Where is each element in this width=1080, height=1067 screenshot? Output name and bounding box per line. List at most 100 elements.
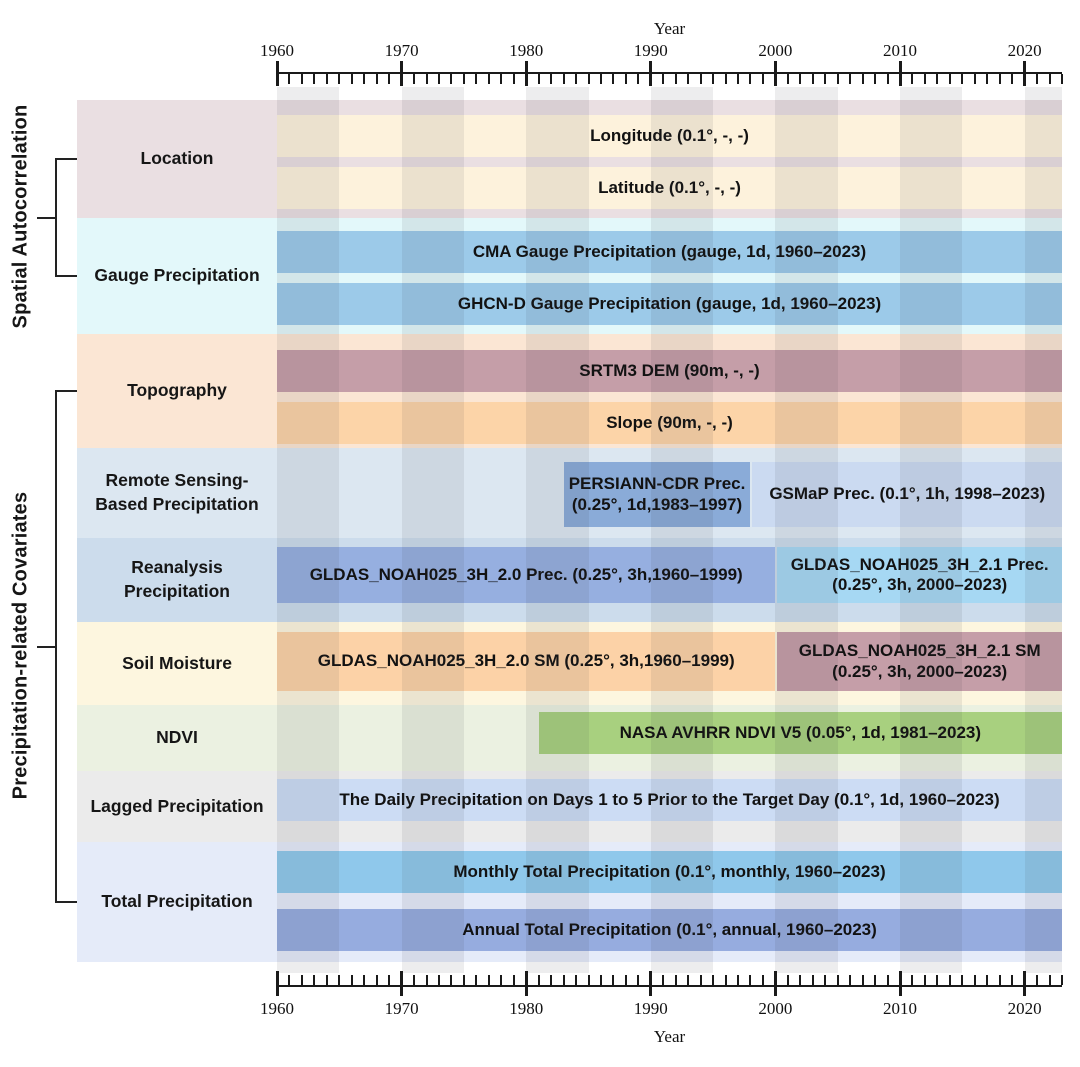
top-axis-minor-tick [961, 74, 964, 84]
top-axis-minor-tick [375, 74, 378, 84]
bottom-axis-minor-tick [761, 975, 764, 985]
group-bracket-bottom-tick [55, 901, 77, 903]
bottom-axis-minor-tick [587, 975, 590, 985]
bottom-axis-minor-tick [874, 975, 877, 985]
top-axis-minor-tick [288, 74, 291, 84]
bottom-axis-minor-tick [575, 975, 578, 985]
top-axis-minor-tick [1011, 74, 1014, 84]
bottom-axis-minor-tick [288, 975, 291, 985]
top-axis-minor-tick [363, 74, 366, 84]
group-bracket-vertical [55, 390, 57, 903]
timeline-bar: Monthly Total Precipitation (0.1°, month… [277, 851, 1062, 893]
bottom-axis-minor-tick [500, 975, 503, 985]
bottom-axis-minor-tick [338, 975, 341, 985]
top-axis-major-tick [773, 61, 777, 86]
bottom-axis-minor-tick [911, 975, 914, 985]
bottom-axis-minor-tick [450, 975, 453, 985]
top-axis-minor-tick [388, 74, 391, 84]
bottom-axis-minor-tick [674, 975, 677, 985]
top-axis-minor-tick [1048, 74, 1051, 84]
bottom-axis-tick-label: 1970 [384, 999, 419, 1018]
bottom-axis-minor-tick [462, 975, 465, 985]
timeline-bar: PERSIANN-CDR Prec. (0.25°, 1d,1983–1997) [563, 462, 751, 527]
top-axis-minor-tick [786, 74, 789, 84]
top-axis-minor-tick [973, 74, 976, 84]
top-axis-minor-tick [923, 74, 926, 84]
group-bracket-stem [37, 645, 55, 648]
bottom-axis-minor-tick [662, 975, 665, 985]
bottom-axis-minor-tick [624, 975, 627, 985]
top-axis-minor-tick [687, 74, 690, 84]
group-bracket-vertical [55, 158, 57, 277]
top-axis-tick-label: 2000 [758, 41, 793, 60]
bottom-axis-minor-tick [475, 975, 478, 985]
top-axis-minor-tick [537, 74, 540, 84]
bottom-axis-minor-tick [425, 975, 428, 985]
bottom-axis-major-tick [649, 971, 653, 996]
timeline-bar: NASA AVHRR NDVI V5 (0.05°, 1d, 1981–2023… [538, 712, 1062, 754]
bottom-axis-minor-tick [737, 975, 740, 985]
bottom-axis-tick-label: 2000 [758, 999, 793, 1018]
bottom-axis-minor-tick [363, 975, 366, 985]
top-axis-line [277, 72, 1062, 74]
top-axis-minor-tick [413, 74, 416, 84]
bottom-axis-major-tick [524, 971, 528, 996]
top-axis-minor-tick [350, 74, 353, 84]
top-axis-minor-tick [612, 74, 615, 84]
top-axis-minor-tick [911, 74, 914, 84]
group-bracket-top-tick [55, 158, 77, 160]
bottom-axis-minor-tick [824, 975, 827, 985]
top-axis-minor-tick [699, 74, 702, 84]
top-axis-tick-label: 2020 [1007, 41, 1042, 60]
top-axis-tick-label: 1980 [509, 41, 544, 60]
bottom-axis-minor-tick [986, 975, 989, 985]
bottom-axis-minor-tick [836, 975, 839, 985]
bottom-axis-minor-tick [861, 975, 864, 985]
top-axis-minor-tick [450, 74, 453, 84]
top-axis-minor-tick [500, 74, 503, 84]
bottom-axis-minor-tick [936, 975, 939, 985]
group-bracket-stem [37, 216, 55, 219]
top-axis-minor-tick [724, 74, 727, 84]
bottom-axis-minor-tick [998, 975, 1001, 985]
top-axis-minor-tick [575, 74, 578, 84]
bottom-axis-minor-tick [350, 975, 353, 985]
timeline-bar: Annual Total Precipitation (0.1°, annual… [277, 909, 1062, 951]
top-axis-major-tick [1023, 61, 1027, 86]
bottom-axis-minor-tick [437, 975, 440, 985]
top-axis-minor-tick [936, 74, 939, 84]
top-axis-minor-tick [587, 74, 590, 84]
top-axis-tick-label: 1970 [384, 41, 419, 60]
category-label: Remote Sensing- Based Precipitation [95, 470, 259, 514]
bottom-axis-minor-tick [313, 975, 316, 985]
top-axis-major-tick [898, 61, 902, 86]
bottom-axis-title: Year [653, 1027, 686, 1046]
bottom-axis-minor-tick [961, 975, 964, 985]
category-label: NDVI [156, 727, 198, 748]
top-axis-minor-tick [487, 74, 490, 84]
top-axis-minor-tick [761, 74, 764, 84]
bottom-axis-minor-tick [1061, 975, 1063, 985]
bottom-axis-minor-tick [325, 975, 328, 985]
bottom-axis-line [277, 985, 1062, 987]
category-label: Location [140, 148, 214, 169]
bottom-axis-minor-tick [388, 975, 391, 985]
timeline-bar: Slope (90m, -, -) [277, 402, 1062, 444]
bottom-axis-minor-tick [1011, 975, 1014, 985]
top-axis-minor-tick [1036, 74, 1039, 84]
category-label: Topography [127, 380, 227, 401]
top-axis-minor-tick [737, 74, 740, 84]
top-axis-minor-tick [874, 74, 877, 84]
bottom-axis-minor-tick [1048, 975, 1051, 985]
top-axis-minor-tick [849, 74, 852, 84]
bottom-axis-tick-label: 1980 [509, 999, 544, 1018]
bottom-axis-minor-tick [811, 975, 814, 985]
bottom-axis-minor-tick [1036, 975, 1039, 985]
top-axis-minor-tick [437, 74, 440, 84]
bottom-axis-minor-tick [749, 975, 752, 985]
timeline-bar: GSMaP Prec. (0.1°, 1h, 1998–2023) [752, 462, 1062, 527]
top-axis-major-tick [400, 61, 404, 86]
bottom-axis-minor-tick [537, 975, 540, 985]
bottom-axis-minor-tick [550, 975, 553, 985]
